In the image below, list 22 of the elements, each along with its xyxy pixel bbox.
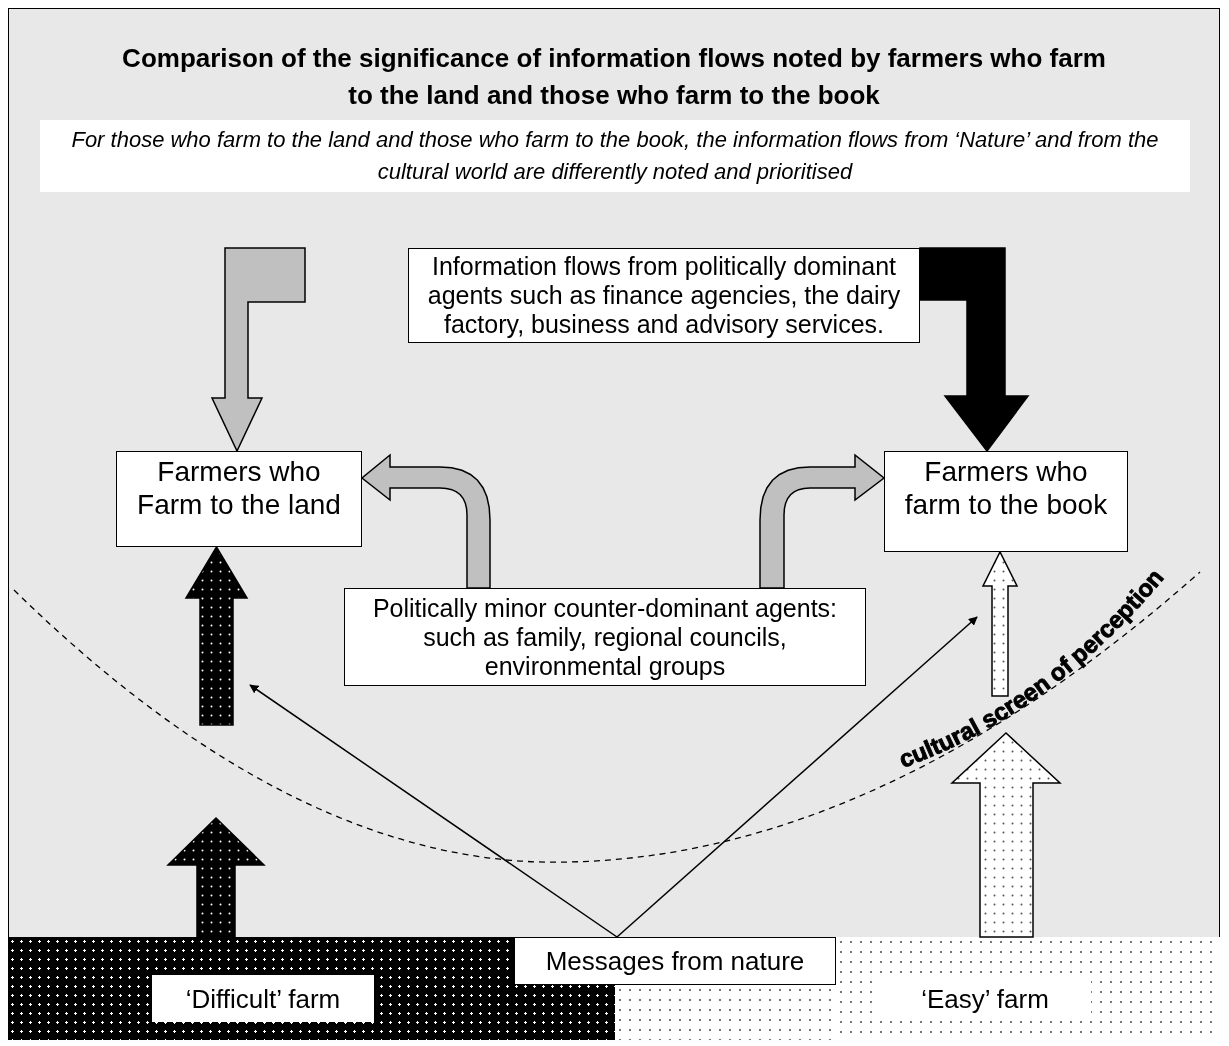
diagram-title: Comparison of the significance of information flows noted by farmers who farm to the land and those who farm to the book <box>121 42 1107 112</box>
block-arrow <box>981 550 1019 697</box>
text-box <box>116 451 362 547</box>
block-arrow <box>919 247 1030 453</box>
block-arrow <box>759 453 886 589</box>
text-box <box>514 937 836 985</box>
text-box <box>344 588 866 686</box>
block-arrow <box>360 453 491 589</box>
node-text: Farmers who farm to the book <box>903 455 1109 521</box>
arrow <box>249 684 618 938</box>
block-arrow <box>210 247 306 453</box>
node-text: Information flows from politically dominant agents such as finance agencies, the dairy factory, business and advisory services. <box>426 252 902 339</box>
block-arrow <box>184 545 249 726</box>
node-text: Politically minor counter-dominant agents: such as family, regional councils, environmental groups <box>371 593 839 681</box>
node-text: Messages from nature <box>545 946 805 976</box>
subtitle-text: For those who farm to the land and those who farm to the book, the information flows from ‘Nature’ and from the cultural world are differently noted and prioritised <box>70 126 1160 186</box>
block-arrow <box>950 731 1062 938</box>
block-arrow <box>166 816 266 938</box>
farm-label: ‘Difficult’ farm <box>152 975 374 1022</box>
arrow <box>616 616 978 938</box>
text-box <box>884 451 1128 552</box>
node-text: Farmers who Farm to the land <box>136 455 342 521</box>
